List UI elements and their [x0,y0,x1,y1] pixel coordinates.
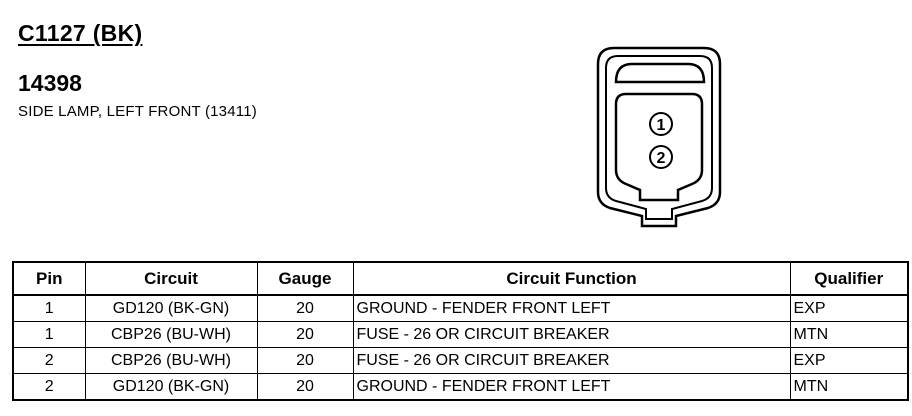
pin-1-label: 1 [657,117,666,134]
connector-description: SIDE LAMP, LEFT FRONT (13411) [18,103,257,120]
cell-circuit-function: GROUND - FENDER FRONT LEFT [352,373,791,401]
table-row: 1 GD120 (BK-GN) 20 GROUND - FENDER FRONT… [12,294,909,322]
column-header-circuit-function: Circuit Function [352,261,791,296]
cell-circuit: GD120 (BK-GN) [84,294,258,322]
table-row: 2 GD120 (BK-GN) 20 GROUND - FENDER FRONT… [12,373,909,401]
table-row: 1 CBP26 (BU-WH) 20 FUSE - 26 OR CIRCUIT … [12,321,909,348]
cell-gauge: 20 [256,373,354,401]
cell-gauge: 20 [256,347,354,374]
cell-pin: 1 [12,321,86,348]
pin-2-label: 2 [657,150,666,167]
cell-gauge: 20 [256,321,354,348]
cell-qualifier: EXP [789,347,909,374]
pin-1-marker [649,112,673,136]
table-header-row: Pin Circuit Gauge Circuit Function Quali… [12,261,909,296]
connector-inner-outline [605,55,713,220]
column-header-gauge: Gauge [256,261,354,296]
column-header-circuit: Circuit [84,261,258,296]
cell-circuit: CBP26 (BU-WH) [84,321,258,348]
connector-id-title: C1127 (BK) [18,20,143,46]
cell-pin: 2 [12,373,86,401]
cell-circuit-function: GROUND - FENDER FRONT LEFT [352,294,791,322]
cell-circuit: CBP26 (BU-WH) [84,347,258,374]
cell-circuit-function: FUSE - 26 OR CIRCUIT BREAKER [352,321,791,348]
cell-pin: 2 [12,347,86,374]
connector-latch-tab [614,62,706,84]
pinout-table: Pin Circuit Gauge Circuit Function Quali… [12,261,909,401]
connector-outer-housing [596,46,722,228]
table-row: 2 CBP26 (BU-WH) 20 FUSE - 26 OR CIRCUIT … [12,347,909,374]
cell-qualifier: MTN [789,373,909,401]
column-header-pin: Pin [12,261,86,296]
column-header-qualifier: Qualifier [789,261,909,296]
pin-2-marker [649,145,673,169]
cell-gauge: 20 [256,294,354,322]
cell-qualifier: MTN [789,321,909,348]
part-number: 14398 [18,70,82,96]
connector-pin-cavity [614,92,704,202]
connector-face-diagram: 1 2 [596,46,722,228]
cell-circuit: GD120 (BK-GN) [84,373,258,401]
cell-circuit-function: FUSE - 26 OR CIRCUIT BREAKER [352,347,791,374]
cell-qualifier: EXP [789,294,909,322]
cell-pin: 1 [12,294,86,322]
